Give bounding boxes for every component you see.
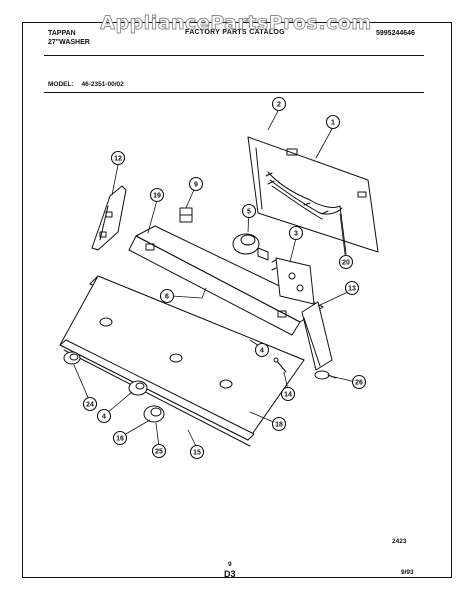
callout-6: 6 [159,288,175,304]
model-label: MODEL: [48,81,74,88]
svg-text:1: 1 [331,120,335,127]
knob-part [63,351,81,365]
svg-text:24: 24 [86,402,94,409]
svg-text:15: 15 [193,450,201,457]
model-line: MODEL: 46-2351-00/02 [48,81,130,88]
callout-24: 24 [82,396,98,412]
wire-harness-part [265,171,347,255]
svg-text:19: 19 [153,193,161,200]
callout-26: 26 [351,374,367,390]
catalog-title: FACTORY PARTS CATALOG [185,29,285,36]
svg-text:2: 2 [277,102,281,109]
svg-text:6: 6 [165,294,169,301]
screw-part [273,357,287,373]
svg-text:13: 13 [348,286,356,293]
callout-15: 15 [189,444,205,460]
model-rule [44,92,424,93]
svg-text:4: 4 [102,414,106,421]
callout-25: 25 [151,443,167,459]
svg-text:20: 20 [342,260,350,267]
sheet-id: D3 [224,569,236,579]
catalog-date: 9/93 [401,569,414,576]
svg-text:18: 18 [275,422,283,429]
bracket-part [91,185,127,251]
product-type: 27"WASHER [48,39,90,46]
selector-knob-part [143,405,165,423]
svg-text:9: 9 [194,182,198,189]
callout-5: 5 [241,203,257,219]
header-rule [44,55,424,56]
svg-text:25: 25 [155,449,163,456]
svg-text:3: 3 [294,231,298,238]
svg-text:26: 26 [355,380,363,387]
callout-13: 13 [344,280,360,296]
callout-9: 9 [188,176,204,192]
callout-16: 16 [112,430,128,446]
callout-19: 19 [149,187,165,203]
rear-panel-part [247,136,379,253]
model-value: 46-2351-00/02 [81,81,124,88]
callout-3: 3 [288,225,304,241]
callout-12: 12 [110,150,126,166]
watermark: AppliancePartsPros.com [100,12,372,35]
clip-part [179,207,193,223]
svg-text:5: 5 [247,209,251,216]
brand-name: TAPPAN [48,30,76,37]
callout-4-lower: 4 [96,408,112,424]
timer-part [232,233,269,261]
knob-cylinder-part [128,380,148,396]
callout-4-upper: 4 [254,342,270,358]
svg-text:14: 14 [284,392,292,399]
console-panel-part [59,275,305,447]
svg-text:12: 12 [114,156,122,163]
callout-20: 20 [338,254,354,270]
callout-2: 2 [271,96,287,112]
page-number: 9 [228,561,232,568]
end-cap-part [301,301,333,371]
pin-part [314,370,337,380]
callout-18: 18 [271,416,287,432]
callout-14: 14 [280,386,296,402]
svg-text:4: 4 [260,348,264,355]
callout-1: 1 [325,114,341,130]
diagram-code: 2423 [392,538,407,545]
svg-text:16: 16 [116,436,124,443]
catalog-part-number: 5995244646 [376,30,415,37]
